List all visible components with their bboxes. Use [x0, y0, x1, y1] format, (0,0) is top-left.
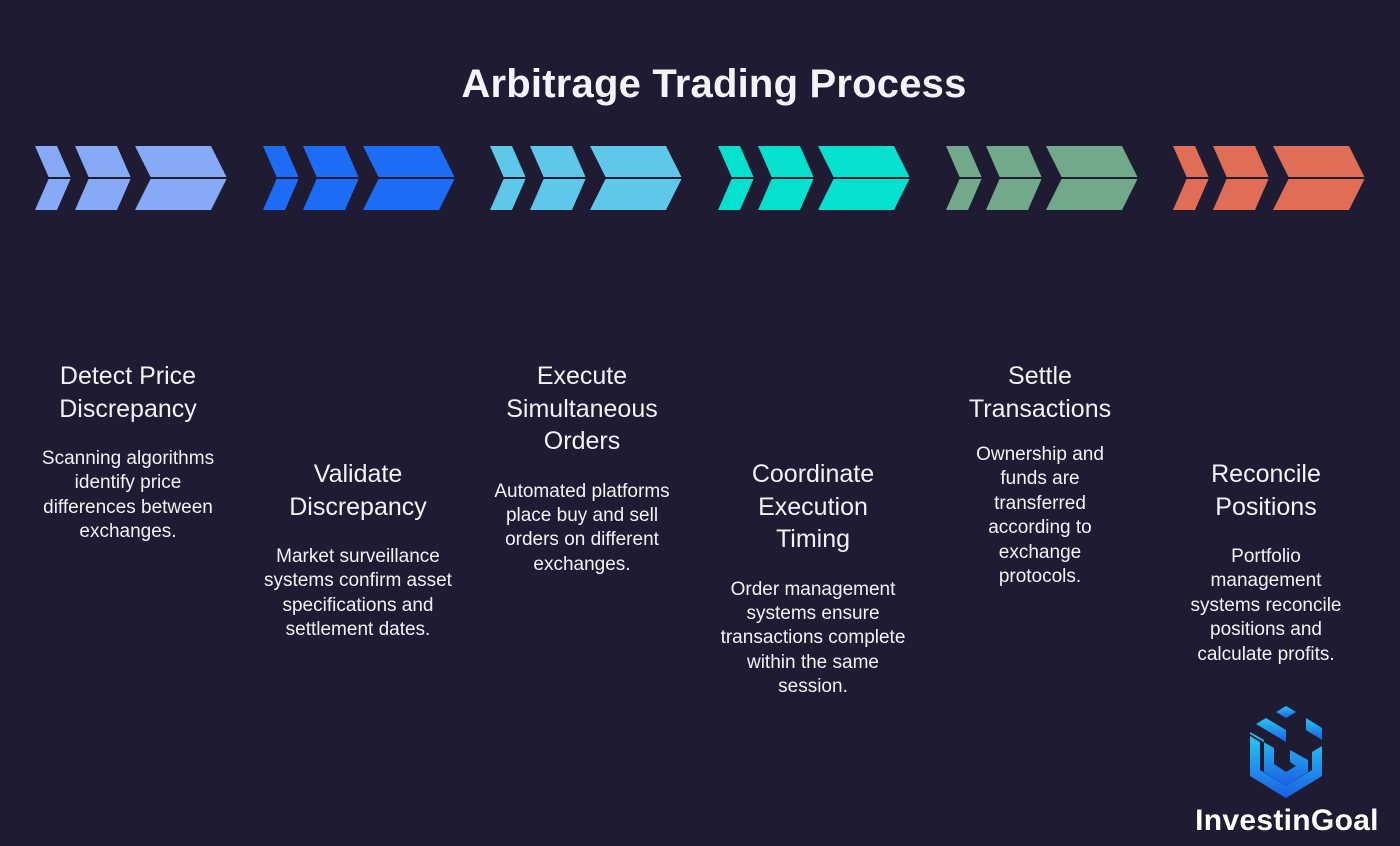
step-description: Market surveillance systems confirm asse…: [264, 546, 452, 641]
chevron-group-4: [718, 146, 913, 212]
chevron-svg: [1173, 146, 1368, 210]
chevron-divider: [263, 177, 458, 179]
brand-logo: InvestinGoal: [1182, 706, 1392, 841]
step-title: Execute Simultaneous Orders: [506, 362, 658, 455]
brand-name: InvestinGoal: [1195, 804, 1379, 837]
step-description: Automated platforms place buy and sell o…: [494, 480, 670, 575]
chevron-svg: [946, 146, 1141, 210]
step-description: Order management systems ensure transact…: [720, 578, 906, 698]
chevron-divider: [490, 177, 685, 179]
investingoal-logo-icon: [1250, 706, 1322, 798]
step-title: Validate Discrepancy: [289, 460, 427, 521]
chevron-svg: [490, 146, 685, 210]
step-title: Detect Price Discrepancy: [59, 362, 197, 423]
step-title: Settle Transactions: [968, 362, 1112, 423]
step-description: Ownership and funds are transferred acco…: [976, 444, 1104, 588]
chevron-divider: [35, 177, 230, 179]
chevron-divider: [1173, 177, 1368, 179]
step-1: Detect Price Discrepancy Scanning algori…: [28, 360, 228, 545]
chevron-group-2: [263, 146, 458, 212]
step-5: Settle Transactions Ownership and funds …: [940, 360, 1140, 589]
step-2: Validate Discrepancy Market surveillance…: [258, 458, 458, 643]
step-title: Reconcile Positions: [1211, 460, 1321, 521]
chevron-svg: [35, 146, 230, 210]
chevron-group-5: [946, 146, 1141, 212]
chevron-group-1: [35, 146, 230, 212]
chevron-svg: [718, 146, 913, 210]
chevron-group-6: [1173, 146, 1368, 212]
step-3: Execute Simultaneous Orders Automated pl…: [484, 360, 680, 577]
chevron-svg: [263, 146, 458, 210]
chevron-divider: [946, 177, 1141, 179]
step-description: Portfolio management systems reconcile p…: [1190, 546, 1342, 665]
step-description: Scanning algorithms identify price diffe…: [41, 448, 215, 543]
step-title: Coordinate Execution Timing: [751, 460, 875, 553]
chevron-divider: [718, 177, 913, 179]
page-title: Arbitrage Trading Process: [461, 62, 967, 106]
chevron-group-3: [490, 146, 685, 212]
step-6: Reconcile Positions Portfolio management…: [1168, 458, 1364, 667]
step-4: Coordinate Execution Timing Order manage…: [713, 458, 913, 700]
